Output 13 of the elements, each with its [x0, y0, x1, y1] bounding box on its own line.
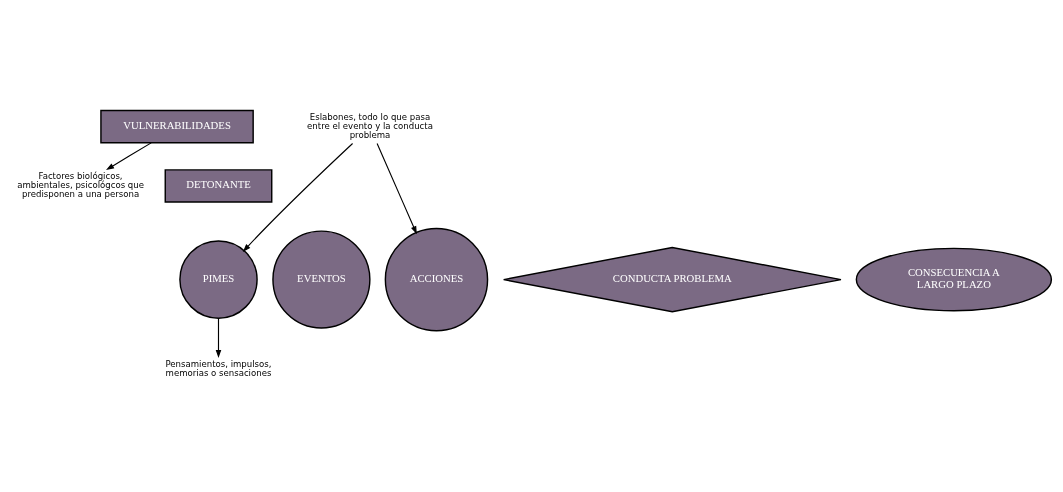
arrow — [376, 143, 417, 235]
node-diamond: CONDUCTA PROBLEMA — [502, 246, 842, 313]
arrow — [242, 142, 354, 252]
node-text: Eslabones, todo lo que pasa entre el evento y la conducta problema — [307, 111, 433, 141]
node-box: VULNERABILIDADES — [100, 109, 254, 144]
node-text: Pensamientos, impulsos, memorias o sensaciones — [165, 358, 272, 379]
node-circle: EVENTOS — [272, 230, 371, 329]
node-box: DETONANTE — [164, 169, 273, 203]
arrow — [215, 317, 222, 358]
node-ellipse: CONSECUENCIA A LARGO PLAZO — [855, 247, 1053, 312]
node-text: Factores biológicos, ambientales, psicológcos que predisponen a una persona — [17, 170, 144, 200]
node-circle: PIMES — [179, 240, 258, 319]
arrow — [106, 142, 152, 170]
